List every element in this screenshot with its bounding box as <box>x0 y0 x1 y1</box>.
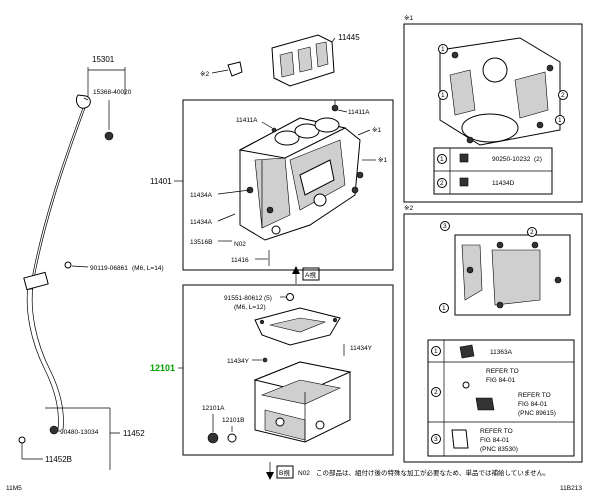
part-label-13516b[interactable]: 13516B <box>190 239 212 246</box>
svg-text:1: 1 <box>558 117 562 124</box>
part-label-11401[interactable]: 11401 <box>150 177 172 186</box>
svg-text:1: 1 <box>440 156 444 163</box>
svg-text:3: 3 <box>443 223 447 230</box>
callout-3 <box>440 221 450 231</box>
bolt-icon <box>459 153 469 163</box>
part-label-90119-06861[interactable]: 90119-06861 <box>90 265 128 272</box>
cylinder-block-assembly <box>238 117 364 241</box>
part-spec-91551: (M6, L=12) <box>234 304 266 311</box>
detail2-table <box>427 339 575 457</box>
dipstick-handle <box>75 94 91 109</box>
svg-text:1: 1 <box>434 348 438 355</box>
guide-bracket <box>23 271 49 291</box>
cylinder-bore-2 <box>294 123 320 139</box>
baffle-plate <box>254 307 341 346</box>
svg-text:1: 1 <box>441 92 445 99</box>
part-label-15368-40020[interactable]: 15368-40020 <box>93 89 132 96</box>
dowel-icon <box>459 177 469 187</box>
part-label-11445[interactable]: 11445 <box>338 33 360 42</box>
part-label-11416[interactable]: 11416 <box>231 257 249 264</box>
svg-text:REFER TO: REFER TO <box>480 428 513 435</box>
detail1-box <box>403 23 583 203</box>
oil-pan-part <box>253 361 352 443</box>
sensor-icon <box>459 344 475 359</box>
detail2-part-1[interactable]: 11363A <box>490 349 513 356</box>
detail1-part-1[interactable]: 90250-10232 <box>492 156 531 163</box>
detail1-title: ※1 <box>404 15 413 22</box>
gasket-part <box>227 433 237 443</box>
clip-part <box>18 436 26 444</box>
part-qty-91551: (5) <box>264 295 272 302</box>
bracket-part <box>227 61 243 77</box>
part-label-11434y-2[interactable]: 11434Y <box>350 345 373 352</box>
footer-left-code: 11M5 <box>6 485 22 492</box>
circle-marker-b <box>286 293 294 301</box>
callout-2a <box>558 90 568 100</box>
detail1-drawing <box>439 37 561 146</box>
svg-text:FIG 84-01: FIG 84-01 <box>518 401 548 408</box>
svg-text:(PNC 89615): (PNC 89615) <box>518 410 556 417</box>
svg-text:(PNC 83530): (PNC 83530) <box>480 446 518 453</box>
part-label-90480-13034[interactable]: 90480-13034 <box>60 429 99 436</box>
part-label-91551-80612[interactable]: 91551-80612 <box>224 295 263 302</box>
o-ring-part <box>104 131 114 141</box>
part-label-11434a-2[interactable]: 11434A <box>190 219 213 226</box>
footer-right-code: 11B213 <box>560 485 582 492</box>
svg-text:3: 3 <box>434 436 438 443</box>
part-label-n02-2: N02 <box>298 470 310 477</box>
part-label-11434y-1[interactable]: 11434Y <box>227 358 250 365</box>
oil-pan-box <box>182 284 394 456</box>
svg-text:2: 2 <box>440 180 444 187</box>
svg-text:2: 2 <box>434 389 438 396</box>
detail1-part-2[interactable]: 11434D <box>492 180 515 187</box>
svg-text:2: 2 <box>561 92 565 99</box>
plug-icon <box>451 429 469 449</box>
callout-2b <box>527 227 537 237</box>
note-text: この部品は、組付け後の特殊な加工が必要なため、単品では補給していません。 <box>316 468 550 477</box>
detail2-title: ※2 <box>404 205 413 212</box>
svg-text:REFER TO: REFER TO <box>518 392 551 399</box>
detail2-drawing <box>454 234 571 316</box>
detail2-box <box>403 213 583 463</box>
detail1-qty-1: (2) <box>534 156 542 163</box>
view-arrow-a <box>292 266 300 274</box>
svg-text:2: 2 <box>530 229 534 236</box>
switch-icon <box>475 397 495 411</box>
svg-text:FIG 84-01: FIG 84-01 <box>486 377 516 384</box>
bolt-circle-icon <box>64 261 72 269</box>
cylinder-bore-1 <box>274 130 300 146</box>
part-label-11434a-1[interactable]: 11434A <box>190 192 213 199</box>
ref-marker-x1: ※1 <box>372 127 381 134</box>
seal-part <box>49 425 59 435</box>
dipstick-assembly: 15301 15368-40020 90119-06861 (M6, L=14)… <box>18 55 164 470</box>
part-label-11452b[interactable]: 11452B <box>45 455 72 464</box>
part-label-12101[interactable]: 12101 <box>150 363 175 373</box>
part-label-11411a-2[interactable]: 11411A <box>348 109 370 116</box>
part-label-n02-1: N02 <box>234 241 246 248</box>
callout-1b <box>438 90 448 100</box>
part-label-12101b[interactable]: 12101B <box>222 417 244 424</box>
cylinder-bore-3 <box>314 117 340 133</box>
view-label-b: B視 <box>279 468 290 477</box>
ref-marker-2: ※2 <box>200 71 209 78</box>
callout-1c <box>555 115 565 125</box>
svg-text:FIG 84-01: FIG 84-01 <box>480 437 510 444</box>
drain-plug-part <box>207 432 219 444</box>
ref-marker-x1b: ※1 <box>378 157 387 164</box>
part-label-11452[interactable]: 11452 <box>123 429 145 438</box>
callout-1a <box>438 44 448 54</box>
part-label-12101a[interactable]: 12101A <box>202 405 225 412</box>
part-label-11411a-1[interactable]: 11411A <box>236 117 258 124</box>
view-label-a: A視 <box>305 270 316 279</box>
separator-11445: 11445 <box>271 33 360 87</box>
svg-text:1: 1 <box>441 46 445 53</box>
callout-1d <box>439 303 449 313</box>
cylinder-block-box <box>182 99 394 271</box>
svg-text:1: 1 <box>442 305 446 312</box>
part-label-15301[interactable]: 15301 <box>92 55 115 64</box>
view-arrow-b <box>266 472 274 480</box>
svg-text:REFER TO: REFER TO <box>486 368 519 375</box>
part-spec-90119: (M6, L=14) <box>132 265 164 272</box>
